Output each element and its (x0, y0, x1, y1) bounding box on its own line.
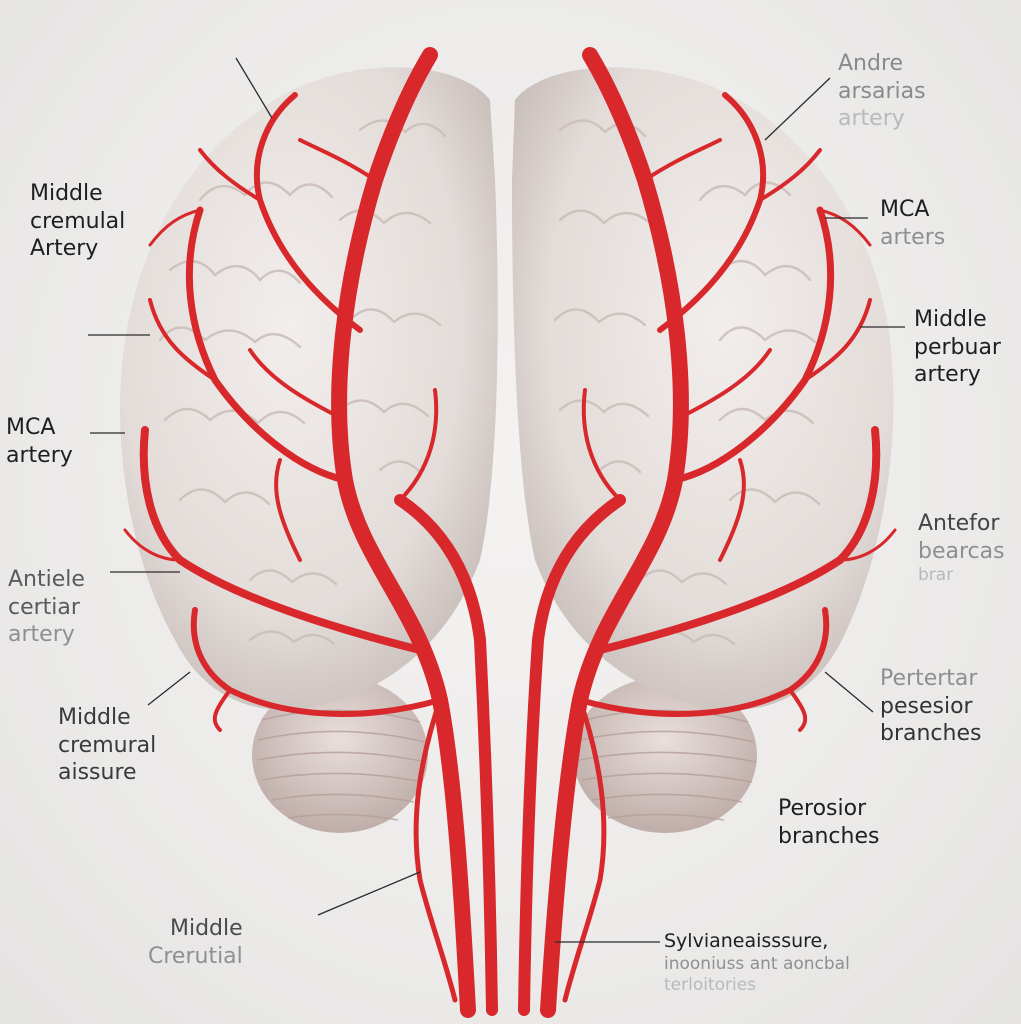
gyri-texture (158, 119, 821, 646)
cerebellum (252, 677, 757, 833)
label-bottom-sylvian: Sylvianeaisssure, inooniuss ant aoncbal … (664, 930, 850, 995)
label-top-right-anterior: Andre arsarias artery (838, 51, 926, 131)
label-right-anterior-branches: Antefor bearcas brar (918, 511, 1005, 585)
label-bottom-middle-cerebral: Middle Crerutial (148, 916, 243, 969)
label-left-middle-cerebral-fissure: Middle cremural aissure (58, 705, 157, 785)
label-left-mca-artery: MCA artery (6, 415, 73, 468)
right-hemisphere (512, 67, 894, 710)
label-right-posterior-branches: Pertertar pesesior branches (880, 666, 982, 746)
label-right-mca-arteries: MCA arters (880, 197, 946, 250)
left-hemisphere (120, 67, 498, 710)
label-right-middle-cerebral-artery: Middle perbuar artery (914, 307, 1001, 387)
arteries (123, 47, 897, 1018)
leader-lines (88, 57, 905, 943)
label-right-perosior-branches: Perosior branches (778, 796, 880, 849)
label-left-anterior-cerebral-artery: Antiele certiar artery (8, 567, 85, 647)
label-left-middle-cerebral-artery: Middle cremulal Artery (30, 181, 126, 261)
